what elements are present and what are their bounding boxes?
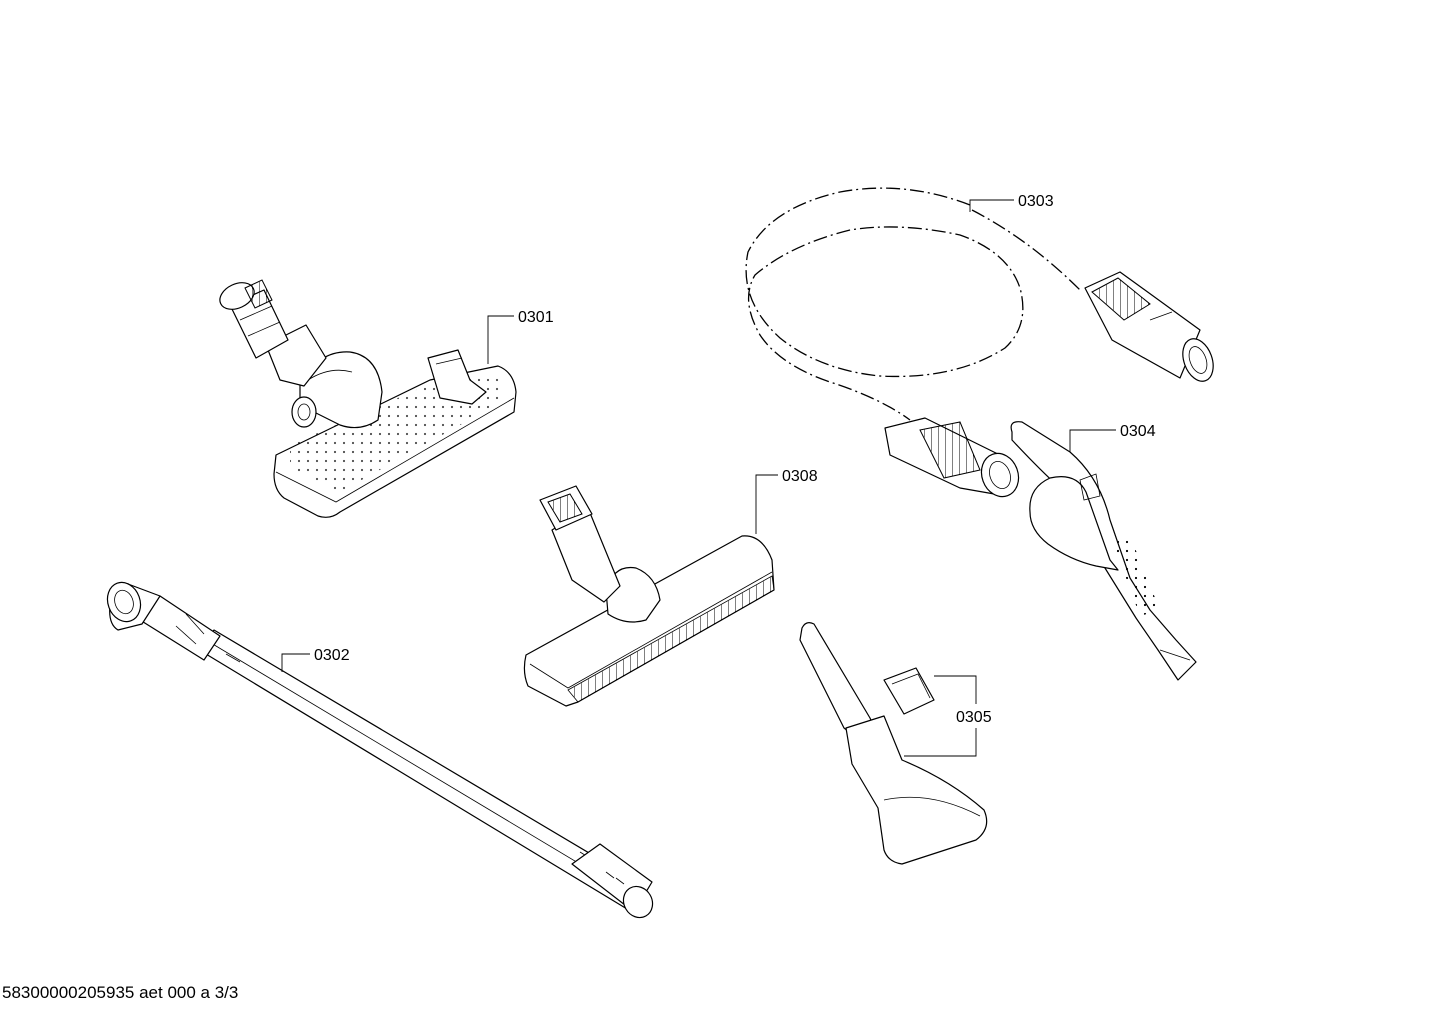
part-0303-hose-drawing xyxy=(745,187,1214,498)
part-number-label: 0308 xyxy=(782,468,818,485)
part-number-label: 0303 xyxy=(1018,193,1054,210)
part-number-label: 0304 xyxy=(1120,423,1156,440)
part-0301-floor-nozzle-drawing xyxy=(219,279,517,518)
part-0302-telescopic-tube-drawing xyxy=(106,581,654,919)
part-0305-crevice-nozzle-drawing xyxy=(799,622,988,865)
part-0304-handle-drawing xyxy=(1010,421,1197,681)
callout-0304: 0304 xyxy=(1069,423,1156,452)
part-number-label: 0302 xyxy=(314,647,350,664)
callout-0301: 0301 xyxy=(487,309,554,364)
callout-0305: 0305 xyxy=(904,675,992,757)
drawing-reference-footer: 58300000205935 aet 000 a 3/3 xyxy=(2,983,238,1002)
callout-0302: 0302 xyxy=(281,647,350,672)
callout-0303: 0303 xyxy=(969,193,1054,212)
callout-0308: 0308 xyxy=(755,468,818,534)
part-number-label: 0301 xyxy=(518,309,554,326)
part-number-label: 0305 xyxy=(956,709,992,726)
part-0308-parquet-nozzle-drawing xyxy=(523,485,775,707)
